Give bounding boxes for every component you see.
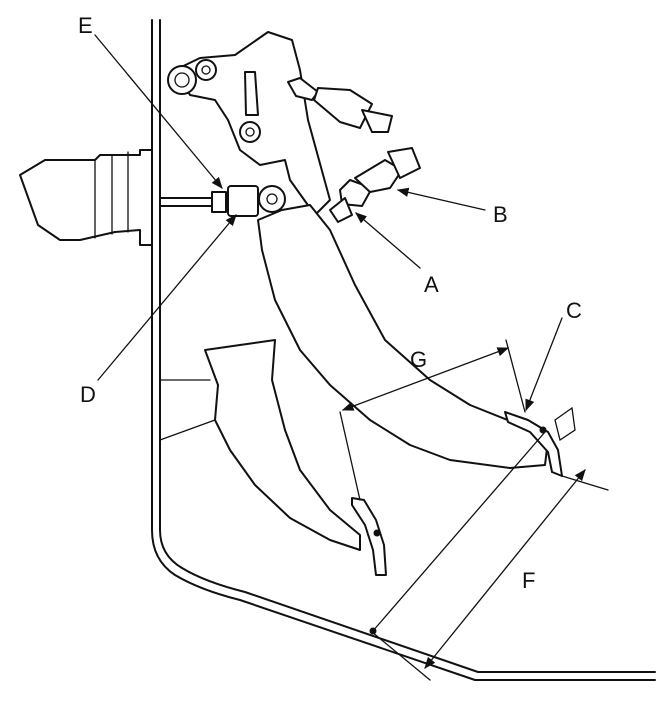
callout-c: C bbox=[566, 298, 582, 323]
callout-d: D bbox=[80, 382, 96, 407]
floor-point bbox=[369, 627, 377, 635]
brake-switch-lower bbox=[329, 147, 421, 223]
clevis bbox=[227, 185, 259, 217]
lock-nut-d bbox=[211, 191, 227, 213]
callout-a: A bbox=[424, 272, 439, 297]
clutch-pad-point bbox=[373, 529, 381, 537]
leader-b bbox=[396, 187, 486, 211]
dimension-f bbox=[369, 406, 609, 681]
leader-c bbox=[525, 317, 563, 412]
floor-panel bbox=[151, 19, 656, 681]
brake-switch-upper bbox=[287, 77, 393, 133]
leader-a bbox=[355, 212, 421, 269]
push-rod bbox=[159, 185, 286, 217]
callout-b: B bbox=[493, 202, 508, 227]
leader-e bbox=[94, 34, 223, 189]
callout-f: F bbox=[522, 568, 535, 593]
dimension-g bbox=[339, 339, 526, 501]
clutch-pedal bbox=[159, 339, 387, 576]
clevis-pin bbox=[258, 185, 286, 213]
callout-g: G bbox=[410, 347, 427, 372]
brake-pedal bbox=[257, 204, 563, 477]
leader-lines bbox=[94, 34, 563, 412]
leader-d bbox=[97, 214, 237, 381]
brake-booster bbox=[19, 149, 153, 246]
callout-e: E bbox=[78, 13, 93, 38]
